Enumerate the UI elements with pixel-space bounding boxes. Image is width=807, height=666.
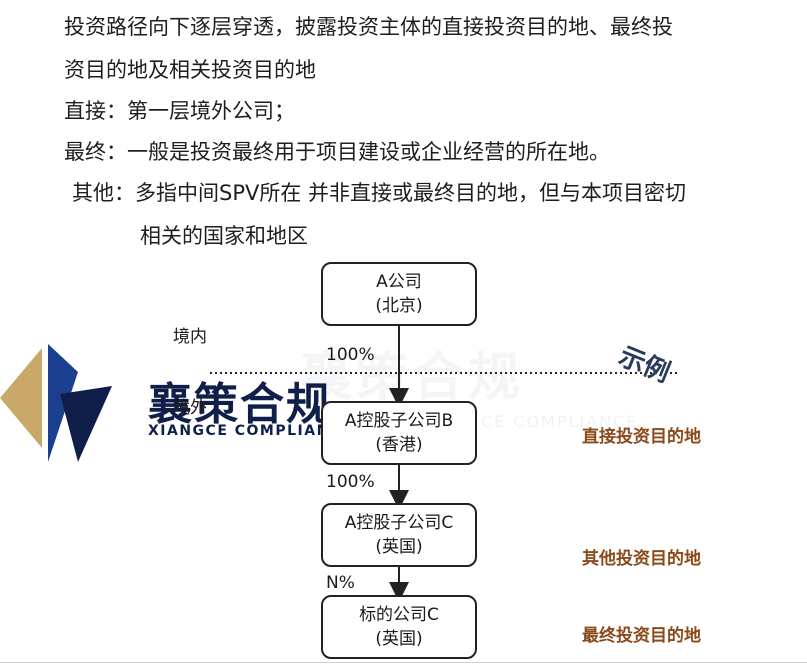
intro-line-other-cont: 相关的国家和地区	[140, 224, 308, 248]
node-location: (英国)	[375, 629, 423, 649]
node-a-company: A公司 (北京)	[321, 262, 477, 326]
domestic-label: 境内	[173, 327, 207, 347]
node-name: 标的公司C	[359, 605, 439, 625]
logo-name-cn: 襄策合规	[148, 379, 332, 430]
node-name: A控股子公司B	[344, 411, 454, 431]
node-location: (英国)	[375, 537, 423, 557]
edge-label-3: N%	[326, 573, 355, 593]
intro-line-2: 资目的地及相关投资目的地	[64, 58, 316, 82]
edge-label-2: 100%	[326, 472, 375, 492]
bottom-divider	[0, 662, 807, 663]
node-subsidiary-c: A控股子公司C (英国)	[321, 503, 477, 567]
company-logo: 襄策合规 XIANGCE COMPLIANCE	[0, 338, 351, 468]
watermark-logo: 襄策合规	[300, 347, 525, 408]
side-label-direct: 直接投资目的地	[582, 427, 701, 447]
node-location: (香港)	[375, 435, 423, 455]
node-name: A控股子公司C	[344, 513, 454, 533]
node-name: A公司	[376, 272, 422, 292]
logo-mark-icon	[0, 344, 112, 462]
edge-label-1: 100%	[326, 345, 375, 365]
logo-name-en: XIANGCE COMPLIANCE	[148, 423, 353, 439]
side-label-other: 其他投资目的地	[582, 549, 701, 569]
intro-line-final: 最终：一般是投资最终用于项目建设或企业经营的所在地。	[64, 140, 610, 164]
node-subsidiary-b: A控股子公司B (香港)	[321, 401, 477, 465]
side-label-final: 最终投资目的地	[582, 626, 701, 646]
overseas-label: 境外	[173, 398, 207, 418]
intro-line-other: 其他：多指中间SPV所在 并非直接或最终目的地，但与本项目密切	[72, 181, 687, 205]
intro-line-direct: 直接：第一层境外公司；	[64, 99, 295, 123]
intro-line-1: 投资路径向下逐层穿透，披露投资主体的直接投资目的地、最终投	[64, 15, 673, 39]
node-target-company: 标的公司C (英国)	[321, 595, 477, 659]
node-location: (北京)	[375, 296, 423, 316]
